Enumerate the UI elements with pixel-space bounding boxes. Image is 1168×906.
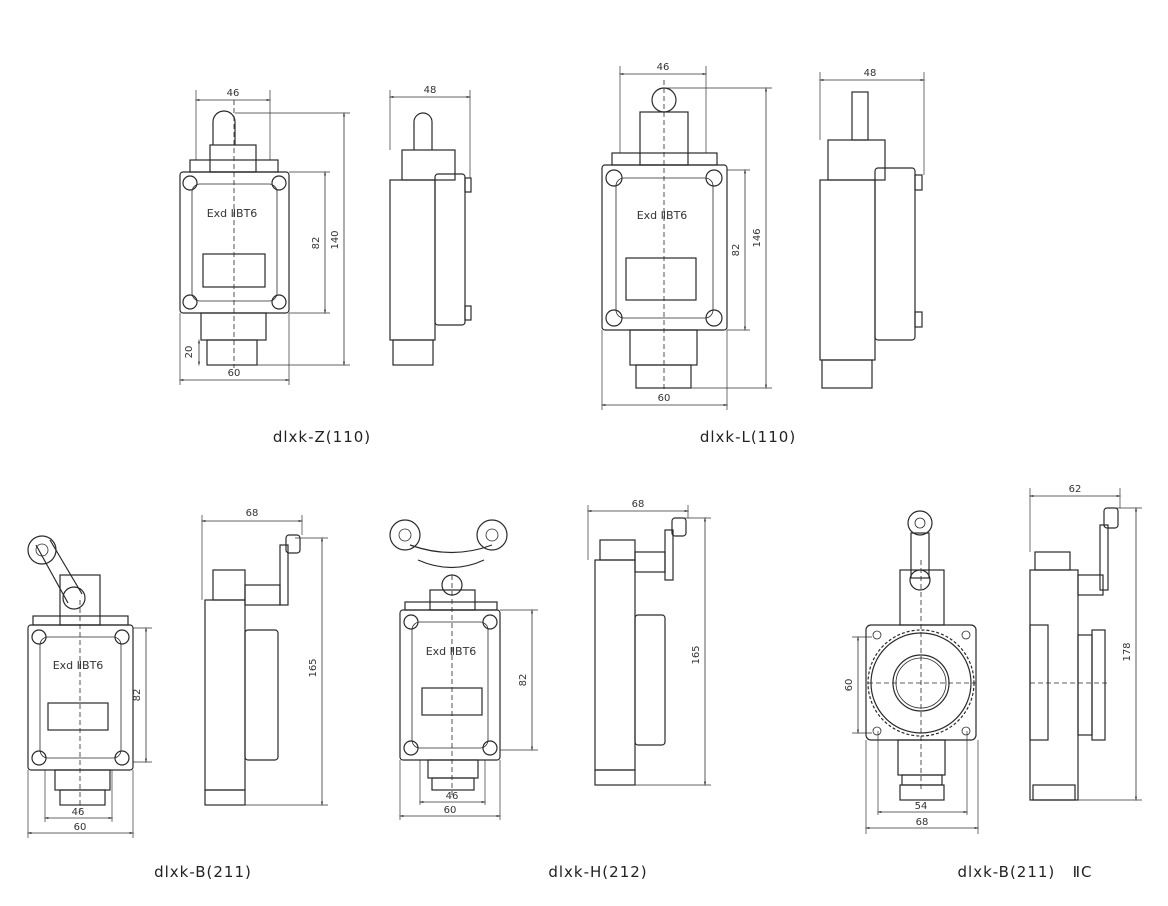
drawing-dlxk-l-side: 48 [818,68,926,389]
caption-dlxk-z-110: dlxk-Z(110) [273,428,371,446]
dim-46: 46 [227,88,240,99]
ex-marking: Exd ⅡBT6 [53,659,104,672]
dim-82: 82 [311,237,322,250]
dim-60: 60 [658,393,671,404]
caption-dlxk-b-211-iic: dlxk-B(211) ⅡC [958,863,1093,881]
dim-48: 48 [864,68,877,79]
dim-48: 48 [424,85,437,96]
dim-82: 82 [132,689,143,702]
drawing-dlxk-b-iic-front: 60 54 68 [844,510,980,834]
caption-dlxk-b-211: dlxk-B(211) [154,863,252,881]
dim-68: 68 [246,508,259,519]
ex-marking: Exd ⅡBT6 [207,207,258,220]
dim-60: 60 [228,368,241,379]
dim-20: 20 [184,346,195,359]
dim-68: 68 [632,499,645,510]
dim-62: 62 [1069,484,1082,495]
dim-60: 60 [844,679,855,692]
dim-68: 68 [916,817,929,828]
drawing-dlxk-b-side: 68 165 [200,508,328,807]
drawing-dlxk-z-side: 48 [388,85,472,366]
dim-54: 54 [915,801,928,812]
drawing-dlxk-b-iic-side: 62 178 [1028,484,1142,802]
drawing-dlxk-h-side: 68 165 [586,499,711,787]
ex-marking: Exd ⅡBT6 [426,645,477,658]
caption-dlxk-l-110: dlxk-L(110) [700,428,796,446]
dim-60: 60 [444,805,457,816]
dim-165: 165 [691,645,702,664]
dim-178: 178 [1122,642,1133,661]
drawing-dlxk-b-front: Exd ⅡBT6 82 46 60 [26,535,152,838]
dim-46: 46 [657,62,670,73]
dim-140: 140 [330,230,341,249]
dim-46: 46 [72,807,85,818]
dim-165: 165 [308,658,319,677]
dim-146: 146 [752,228,763,247]
ex-marking: Exd ⅡBT6 [637,209,688,222]
dim-82: 82 [518,674,529,687]
drawing-dlxk-l-front: Exd ⅡBT6 46 146 82 60 [600,62,772,410]
dim-46: 46 [446,791,459,802]
dim-82: 82 [731,244,742,257]
drawing-dlxk-h-front: Exd ⅡBT6 82 46 60 [389,519,538,820]
caption-dlxk-h-212: dlxk-H(212) [548,863,647,881]
dim-60: 60 [74,822,87,833]
drawing-dlxk-z-front: Exd ⅡBT6 46 140 82 60 20 [178,88,350,385]
